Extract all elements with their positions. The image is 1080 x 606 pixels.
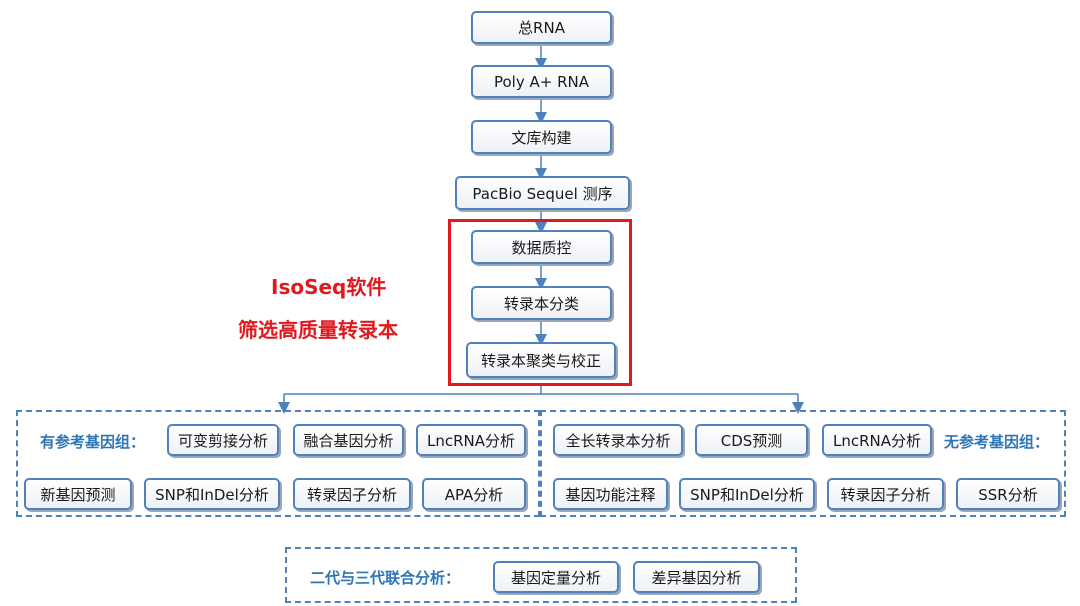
node-lncrna-ref: LncRNA分析 bbox=[416, 424, 526, 456]
node-pacbio-sequencing: PacBio Sequel 测序 bbox=[455, 176, 630, 210]
node-full-length-transcript: 全长转录本分析 bbox=[553, 424, 683, 456]
node-gene-quantification: 基因定量分析 bbox=[493, 561, 619, 593]
node-transcript-cluster: 转录本聚类与校正 bbox=[466, 342, 616, 378]
node-cds-prediction: CDS预测 bbox=[695, 424, 808, 456]
isoseq-subtitle: 筛选高质量转录本 bbox=[238, 318, 398, 342]
node-ssr: SSR分析 bbox=[956, 478, 1060, 510]
node-snp-indel-ref: SNP和InDel分析 bbox=[144, 478, 280, 510]
node-gene-annotation: 基因功能注释 bbox=[553, 478, 668, 510]
node-tf-noref: 转录因子分析 bbox=[827, 478, 944, 510]
group-with-reference bbox=[16, 410, 540, 517]
node-library-construction: 文库构建 bbox=[471, 120, 612, 154]
node-polya-rna: Poly A+ RNA bbox=[471, 65, 612, 98]
node-snp-indel-noref: SNP和InDel分析 bbox=[679, 478, 815, 510]
node-data-qc: 数据质控 bbox=[471, 230, 612, 264]
combined-label: 二代与三代联合分析： bbox=[310, 569, 461, 587]
node-tf-ref: 转录因子分析 bbox=[293, 478, 411, 510]
node-transcript-classify: 转录本分类 bbox=[471, 286, 612, 320]
no-ref-label: 无参考基因组： bbox=[944, 433, 1050, 451]
node-lncrna-noref: LncRNA分析 bbox=[822, 424, 932, 456]
group-combined-analysis bbox=[285, 547, 797, 603]
node-apa: APA分析 bbox=[422, 478, 526, 510]
with-ref-label: 有参考基因组： bbox=[40, 433, 146, 451]
isoseq-highlight-box bbox=[448, 219, 632, 386]
node-total-rna: 总RNA bbox=[471, 11, 612, 44]
node-differential-gene: 差异基因分析 bbox=[633, 561, 760, 593]
group-no-reference bbox=[540, 410, 1066, 517]
node-alt-splicing: 可变剪接分析 bbox=[167, 424, 279, 456]
node-new-gene: 新基因预测 bbox=[24, 478, 132, 510]
isoseq-title: IsoSeq软件 bbox=[271, 275, 387, 299]
node-fusion-gene: 融合基因分析 bbox=[293, 424, 404, 456]
